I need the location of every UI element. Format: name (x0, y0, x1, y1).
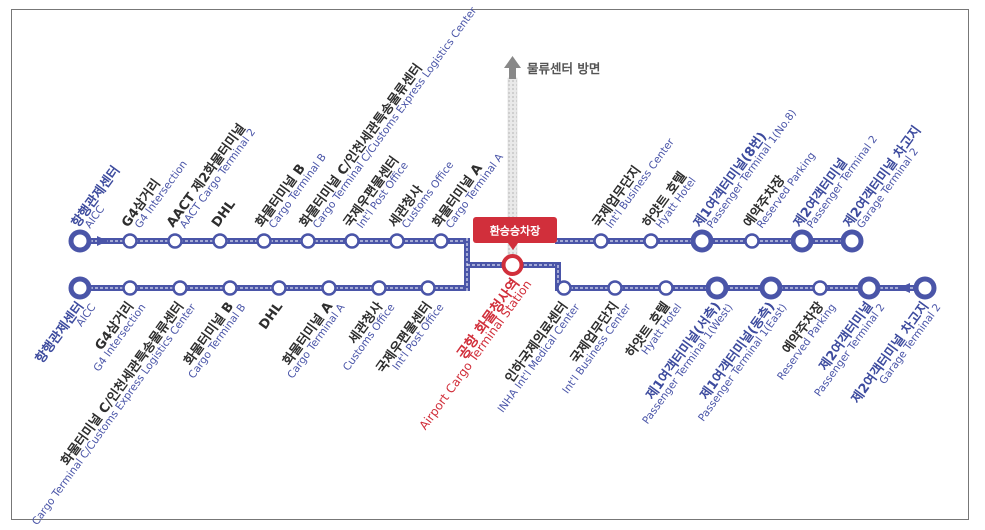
bottom-stop-14[interactable] (857, 276, 881, 300)
end-arrow-icon (899, 283, 910, 293)
bottom-stop-7[interactable] (420, 280, 436, 296)
top-stop-6[interactable] (344, 233, 360, 249)
bottom-stop-0[interactable] (68, 276, 92, 300)
bottom-stop-12[interactable] (759, 276, 783, 300)
bottom-stop-15[interactable] (913, 276, 937, 300)
top-stop-14[interactable] (840, 229, 864, 253)
top-stop-12[interactable] (744, 233, 760, 249)
north-arrow-icon (504, 56, 521, 68)
top-stop-11[interactable] (690, 229, 714, 253)
top-stop-5[interactable] (300, 233, 316, 249)
bottom-stop-5[interactable] (321, 280, 337, 296)
top-stop-2[interactable] (167, 233, 183, 249)
bottom-stop-10[interactable] (658, 280, 674, 296)
top-stop-4[interactable] (256, 233, 272, 249)
bottom-stop-4[interactable] (271, 280, 287, 296)
bottom-stop-6[interactable] (371, 280, 387, 296)
hub-station[interactable] (501, 254, 524, 276)
transfer-label: 환승승차장 (490, 224, 541, 238)
bottom-stop-13[interactable] (812, 280, 828, 296)
bottom-stop-9[interactable] (607, 280, 623, 296)
bottom-stop-2[interactable] (172, 280, 188, 296)
top-stop-0[interactable] (68, 229, 92, 253)
bottom-stop-4-label-ko: DHL (256, 300, 286, 333)
north-arrow-shaft (509, 67, 516, 79)
top-stop-13[interactable] (790, 229, 814, 253)
start-arrow-icon (97, 236, 108, 246)
bottom-stop-8[interactable] (556, 280, 572, 296)
top-stop-1[interactable] (122, 233, 138, 249)
top-stop-3[interactable] (212, 233, 228, 249)
bottom-stop-3[interactable] (222, 280, 238, 296)
bottom-stop-0-label-ko: 항행관제센터 (32, 299, 87, 366)
hub-label-en: Airport Cargo Terminal Station (417, 278, 535, 433)
top-stop-10[interactable] (643, 233, 659, 249)
top-stop-8[interactable] (433, 233, 449, 249)
top-stop-7[interactable] (389, 233, 405, 249)
top-stop-9[interactable] (593, 233, 609, 249)
bottom-stop-1[interactable] (122, 280, 138, 296)
top-stop-3-label-ko: DHL (209, 197, 239, 230)
transfer-badge[interactable]: 환승승차장 (473, 217, 557, 250)
direction-label: 물류센터 방면 (527, 61, 600, 76)
bottom-stop-11[interactable] (705, 276, 729, 300)
